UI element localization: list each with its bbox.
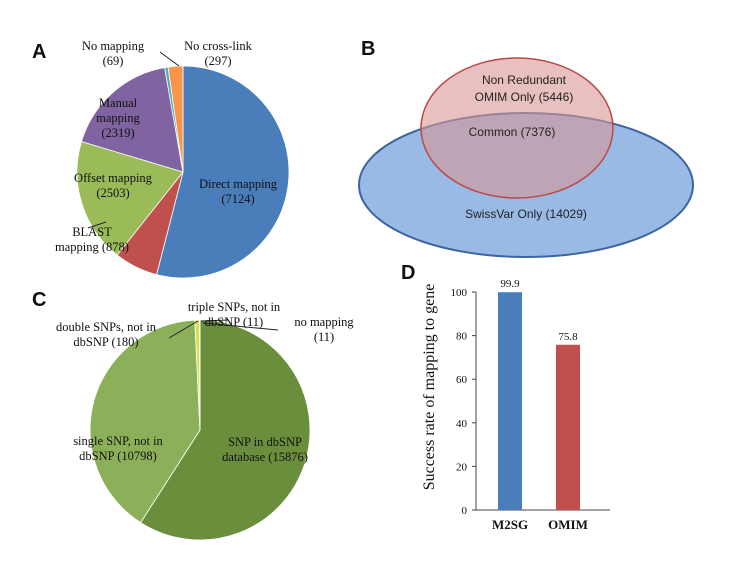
panel-a-letter: A — [32, 41, 46, 63]
pie-label-manual-mapping-line1: Manual — [99, 96, 138, 110]
x-category-label-omim: OMIM — [548, 517, 588, 532]
pie-label-single-snp-not-in-dbsnp-line1: single SNP, not in — [73, 434, 163, 448]
bar-omim — [556, 344, 580, 510]
pie-leader-line — [87, 221, 107, 229]
venn-common-label: Common (7376) — [469, 125, 556, 139]
venn-diagram-omim-swissvar: Non Redundant OMIM Only (5446) Common (7… — [358, 57, 694, 258]
pie-label-snp-in-dbsnp-database-line1: SNP in dbSNP — [228, 435, 302, 449]
pie-slice-single-snp-not-in-dbsnp — [89, 319, 201, 524]
pie-label-no-mapping-line2: (11) — [314, 330, 334, 344]
pie-label-no-cross-link-line2: (297) — [204, 54, 231, 68]
pie-label-no-mapping-line2: (69) — [103, 54, 124, 68]
pie-slice-no-cross-link — [167, 65, 184, 173]
pie-leader-line — [159, 51, 180, 67]
pie-label-snp-in-dbsnp-database-line2: database (15876) — [222, 450, 308, 464]
y-tick-label-40: 40 — [456, 418, 468, 430]
venn-swissvar-label: SwissVar Only (14029) — [465, 207, 587, 221]
pie-label-no-mapping-line1: no mapping — [294, 315, 354, 329]
pie-label-manual-mapping-line3: (2319) — [101, 126, 134, 140]
pie-label-triple-snps-not-in-dbsnp-line2: dbSNP (11) — [205, 315, 263, 329]
pie-leader-line — [168, 320, 199, 339]
bar-m2sg — [498, 292, 522, 510]
pie-label-blast-mapping-line2: mapping (878) — [55, 240, 129, 254]
bar-chart-success-rate: 0 20 40 60 80 100 Success rate of mapping to g… — [421, 278, 610, 532]
pie-label-direct-mapping-line2: (7124) — [221, 192, 254, 206]
y-tick-label-20: 20 — [456, 461, 468, 473]
y-axis-title: Success rate of mapping to gene — [421, 284, 438, 491]
y-tick-label-0: 0 — [462, 505, 468, 517]
panel-d-letter: D — [401, 262, 415, 284]
panel-b-letter: B — [361, 38, 375, 60]
pie-label-offset-mapping-line1: Offset mapping — [74, 171, 153, 185]
pie-leader-line — [200, 319, 229, 322]
pie-label-manual-mapping-line2: mapping — [96, 111, 140, 125]
pie-slice-direct-mapping — [156, 65, 290, 279]
pie-label-offset-mapping-line2: (2503) — [96, 186, 129, 200]
pie-leader-line — [202, 322, 279, 331]
pie-label-no-cross-link-line1: No cross-link — [184, 39, 252, 53]
y-tick-label-60: 60 — [456, 374, 468, 386]
venn-omim-ellipse — [420, 57, 614, 199]
y-tick-label-100: 100 — [451, 287, 468, 299]
pie-label-triple-snps-not-in-dbsnp-line1: triple SNPs, not in — [188, 300, 281, 314]
bar-value-label-m2sg: 99.9 — [500, 278, 520, 290]
panel-c-letter: C — [32, 289, 46, 311]
pie-label-direct-mapping-line1: Direct mapping — [199, 177, 278, 191]
pie-label-blast-mapping-line1: BLAST — [72, 225, 112, 239]
pie-slice-snp-in-dbsnp-database — [140, 319, 311, 541]
venn-omim-label-line1: Non Redundant — [482, 73, 567, 87]
pie-label-double-snps-not-in-dbsnp-line1: double SNPs, not in — [56, 320, 157, 334]
pie-label-no-mapping-line1: No mapping — [82, 39, 145, 53]
pie-slice-manual-mapping — [80, 67, 184, 173]
venn-omim-label-line2: OMIM Only (5446) — [475, 90, 574, 104]
pie-label-single-snp-not-in-dbsnp-line2: dbSNP (10798) — [79, 449, 157, 463]
bar-value-label-omim: 75.8 — [558, 331, 578, 343]
pie-slice-offset-mapping — [76, 141, 184, 256]
y-tick-label-80: 80 — [456, 331, 468, 343]
x-category-label-m2sg: M2SG — [492, 517, 528, 532]
pie-label-double-snps-not-in-dbsnp-line2: dbSNP (180) — [73, 335, 138, 349]
